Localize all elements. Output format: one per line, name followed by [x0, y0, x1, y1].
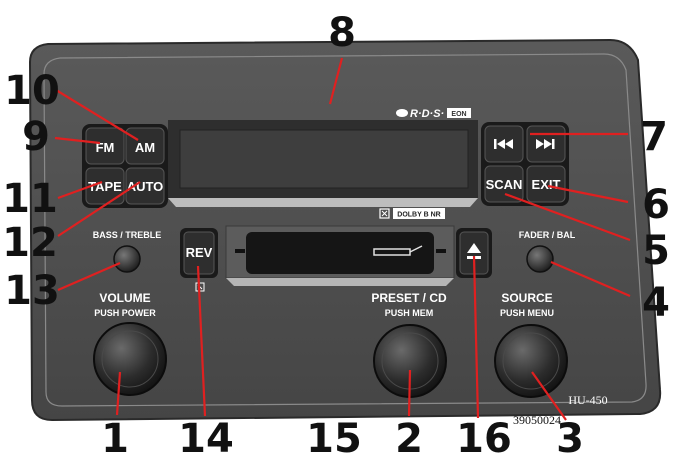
fm-button-label: FM: [96, 140, 115, 155]
cassette-slot: [225, 225, 455, 286]
scan-button[interactable]: SCAN: [484, 165, 524, 203]
leader-5: [504, 192, 631, 242]
callout-14: 14: [178, 416, 234, 459]
cassette-slot-icon: [373, 245, 423, 256]
callout-9: 9: [22, 114, 50, 160]
skip-back-icon: [494, 139, 513, 149]
push-mem-label: PUSH MEM: [385, 308, 434, 318]
part-number: 39050024: [513, 413, 561, 427]
tape-button-label: TAPE: [88, 179, 122, 194]
leader-16: [472, 255, 480, 419]
callout-12: 12: [2, 220, 58, 266]
callout-13: 13: [4, 268, 60, 314]
rev-button-label: REV: [186, 245, 213, 260]
nav-button-cluster: SCAN EXIT: [481, 122, 569, 206]
callout-11: 11: [2, 176, 58, 222]
callout-numbers: 1 2 3 4 5 6 7 8 9 10 11 12 13 14 15 16: [2, 10, 670, 459]
skip-forward-icon: [536, 139, 555, 149]
volume-knob[interactable]: [93, 322, 167, 396]
callout-7: 7: [640, 114, 668, 160]
callout-2: 2: [395, 416, 423, 459]
dolby-logo: DOLBY B NR: [379, 208, 445, 219]
auto-button-label: AUTO: [127, 179, 164, 194]
am-button-label: AM: [135, 140, 155, 155]
leader-4: [550, 260, 631, 298]
callout-8: 8: [328, 10, 356, 56]
leader-10: [55, 89, 139, 141]
callout-1: 1: [101, 416, 129, 459]
fader-balance-knob[interactable]: [526, 245, 554, 273]
callout-3: 3: [556, 416, 584, 459]
fader-balance-label: FADER / BAL: [519, 230, 576, 240]
exit-button[interactable]: EXIT: [526, 165, 566, 203]
leader-lines: [54, 57, 631, 421]
preset-cd-label: PRESET / CD: [371, 291, 447, 305]
display-window: [168, 120, 478, 207]
dolby-text: DOLBY B NR: [397, 212, 440, 219]
auto-button[interactable]: AUTO: [125, 167, 165, 205]
volume-label: VOLUME: [99, 291, 150, 305]
callout-5: 5: [642, 228, 670, 274]
next-track-button[interactable]: [526, 125, 566, 163]
rev-button[interactable]: REV: [180, 228, 218, 278]
leader-12: [57, 181, 141, 237]
bass-treble-label: BASS / TREBLE: [93, 230, 162, 240]
source-knob[interactable]: [494, 324, 568, 398]
leader-14: [196, 265, 207, 417]
leader-1: [115, 371, 122, 416]
bass-treble-knob[interactable]: [113, 245, 141, 273]
leader-11: [57, 180, 103, 200]
fm-button[interactable]: FM: [85, 127, 125, 165]
leader-3: [531, 371, 567, 421]
prev-track-button[interactable]: [484, 125, 524, 163]
scan-button-label: SCAN: [486, 177, 523, 192]
callout-4: 4: [642, 280, 670, 326]
callout-6: 6: [642, 182, 670, 228]
callout-10: 10: [4, 68, 60, 114]
rds-logo: R·D·S· EON: [396, 108, 471, 120]
leader-6: [547, 184, 629, 204]
rds-badge-text: EON: [451, 111, 466, 118]
push-menu-label: PUSH MENU: [500, 308, 554, 318]
push-power-label: PUSH POWER: [94, 308, 156, 318]
callout-15: 15: [306, 416, 362, 459]
leader-2: [407, 369, 412, 417]
band-button-cluster: FM AM TAPE AUTO: [82, 124, 168, 208]
rds-text: R·D·S·: [410, 108, 444, 120]
exit-button-label: EXIT: [532, 177, 561, 192]
leader-13: [57, 261, 121, 292]
eject-button[interactable]: [456, 228, 492, 278]
model-label: HU-450: [568, 393, 607, 407]
callout-16: 16: [456, 416, 512, 459]
leader-9: [54, 136, 101, 145]
source-label: SOURCE: [501, 291, 552, 305]
leader-8: [328, 57, 344, 105]
am-button[interactable]: AM: [125, 127, 165, 165]
